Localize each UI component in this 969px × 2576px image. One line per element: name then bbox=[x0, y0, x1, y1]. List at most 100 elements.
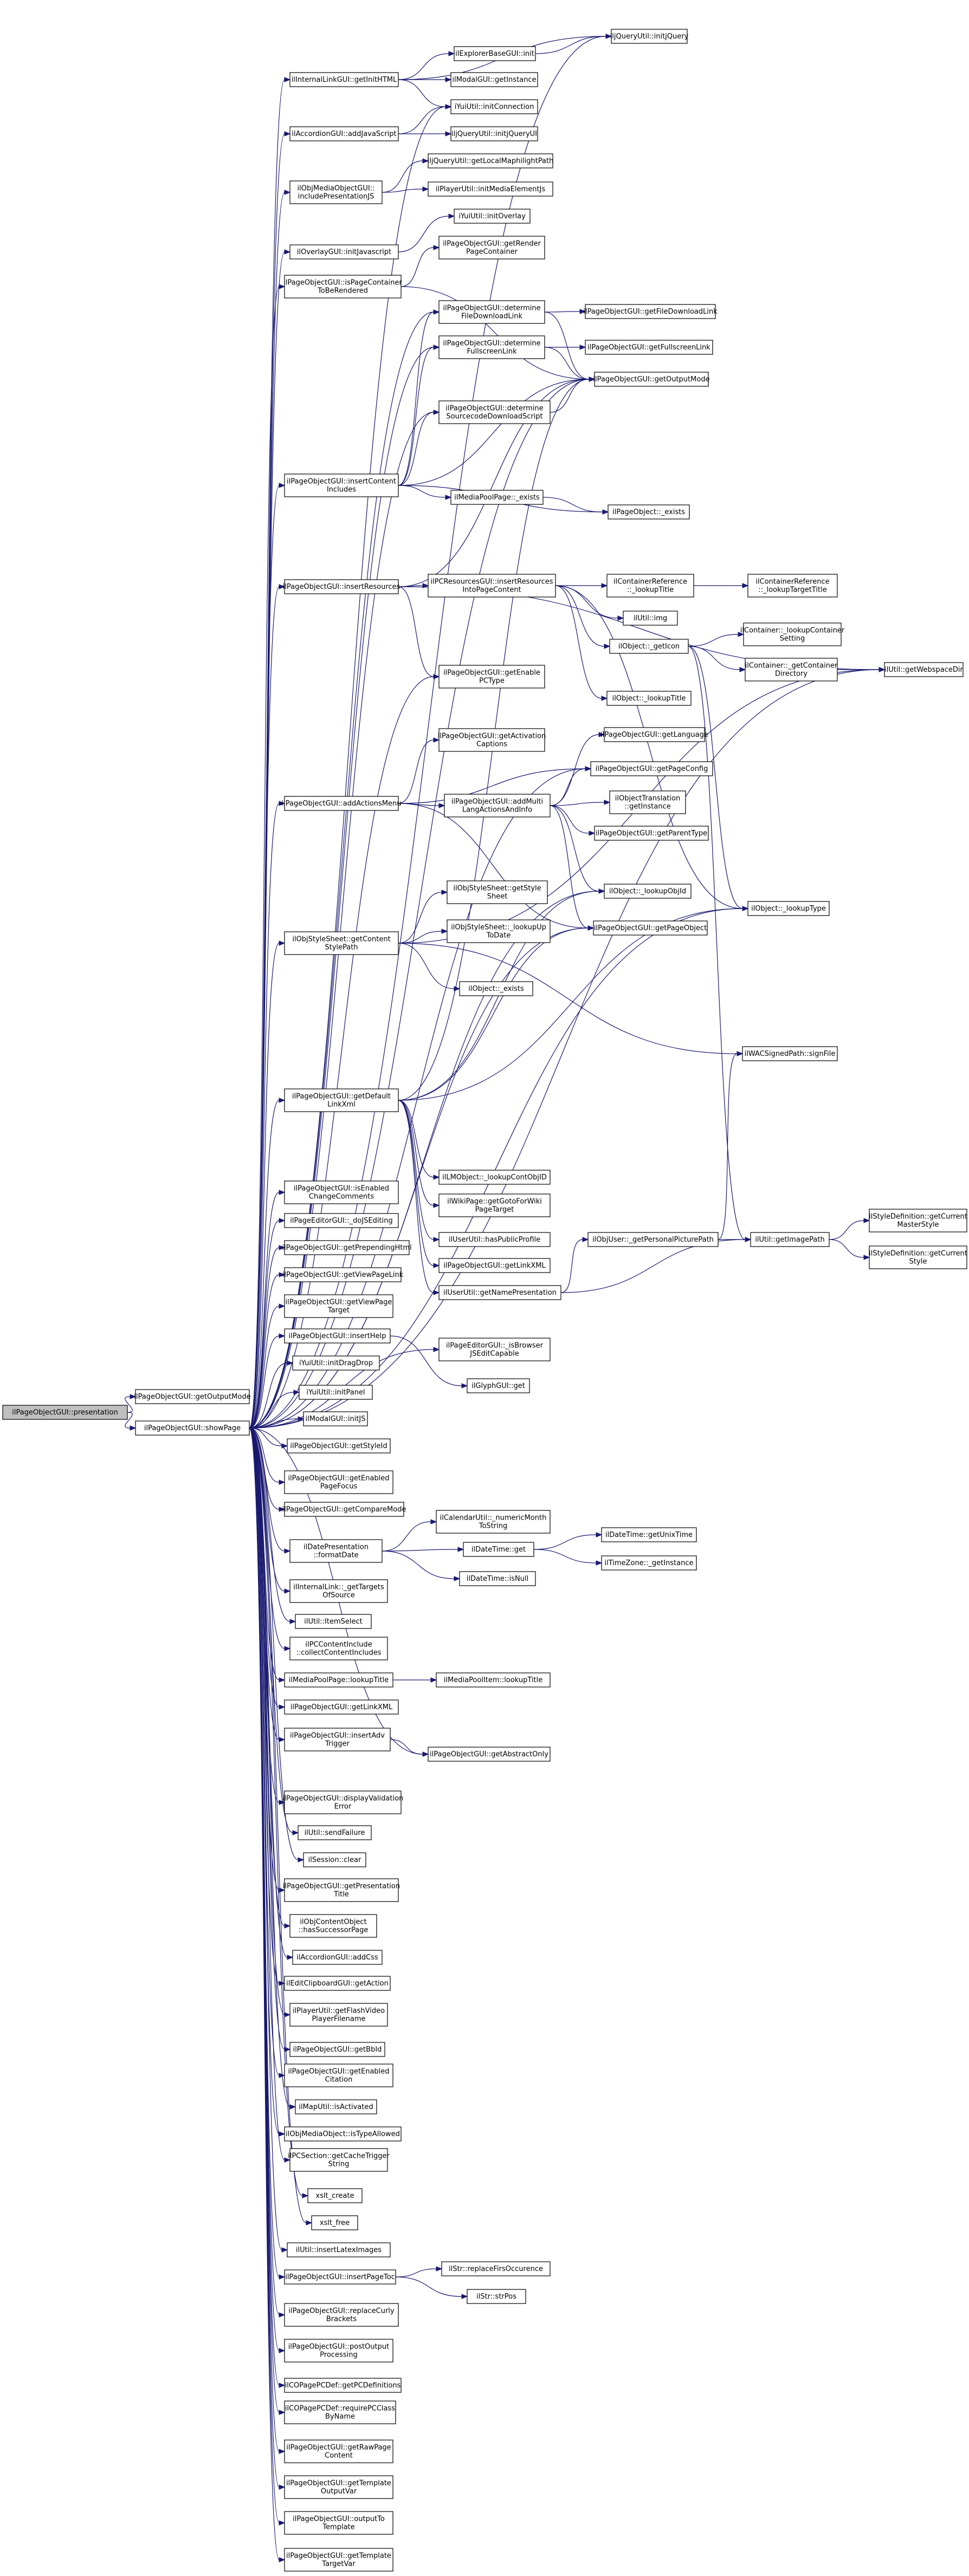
function-node[interactable]: ilObjectTranslation::getInstance bbox=[609, 790, 686, 814]
function-node[interactable]: ilMapUtil::isActivated bbox=[295, 2099, 377, 2114]
function-node[interactable]: ilPCResourcesGUI::insertResourcesIntoPag… bbox=[428, 574, 556, 598]
function-node[interactable]: xslt_free bbox=[311, 2215, 358, 2230]
function-node[interactable]: ilTimeZone::_getInstance bbox=[601, 1555, 697, 1571]
function-node[interactable]: ilMediaPoolPage::lookupTitle bbox=[284, 1672, 393, 1688]
function-node[interactable]: ilGlyphGUI::get bbox=[467, 1378, 530, 1393]
function-node[interactable]: iljQueryUtil::initjQuery bbox=[610, 29, 689, 44]
function-node[interactable]: ilPageObjectGUI::getLinkXML bbox=[284, 1699, 399, 1715]
function-node[interactable]: ilInternalLinkGUI::getInitHTML bbox=[289, 72, 399, 87]
function-node[interactable]: ilUtil::getWebspaceDir bbox=[884, 662, 964, 677]
function-node[interactable]: ilContainerReference::_lookupTitle bbox=[606, 574, 694, 598]
function-node[interactable]: ilPageObjectGUI::getOutputMode bbox=[593, 372, 710, 387]
function-node[interactable]: ilObjUser::_getPersonalPicturePath bbox=[587, 1232, 719, 1247]
function-node[interactable]: ilPageObjectGUI::presentation bbox=[2, 1405, 128, 1420]
function-node[interactable]: ilUtil::insertLatexImages bbox=[287, 2242, 391, 2257]
function-node[interactable]: ilDateTime::get bbox=[463, 1542, 534, 1557]
function-node[interactable]: ilPCContentInclude::collectContentInclud… bbox=[289, 1637, 388, 1660]
function-node[interactable]: ilStr::replaceFirsOccurence bbox=[441, 2261, 551, 2276]
function-node[interactable]: ilPageEditorGUI::_doJSEditing bbox=[284, 1213, 399, 1228]
function-node[interactable]: ilPageObjectGUI::insertHelp bbox=[284, 1328, 391, 1344]
function-node[interactable]: ilUserUtil::getNamePresentation bbox=[438, 1285, 561, 1300]
function-node[interactable]: ilPageObjectGUI::getParentType bbox=[594, 826, 709, 841]
function-node[interactable]: ilUserUtil::hasPublicProfile bbox=[438, 1232, 551, 1247]
function-node[interactable]: ilUtil::getImagePath bbox=[750, 1232, 830, 1247]
function-node[interactable]: ilPageObjectGUI::getBbId bbox=[289, 2042, 385, 2057]
function-node[interactable]: ilDatePresentation::formatDate bbox=[289, 1539, 383, 1563]
function-node[interactable]: ilModalGUI::initJS bbox=[303, 1411, 368, 1426]
function-node[interactable]: iYuiUtil::initOverlay bbox=[454, 209, 531, 224]
function-node[interactable]: ilPageObjectGUI::getPrependingHtml bbox=[282, 1240, 412, 1255]
function-node[interactable]: ilSession::clear bbox=[303, 1852, 366, 1867]
function-node[interactable]: ilObject::_lookupTitle bbox=[606, 691, 692, 706]
function-node[interactable]: ilExplorerBaseGUI::init bbox=[454, 46, 536, 61]
function-node[interactable]: ilPageObjectGUI::isPageContainerToBeRend… bbox=[283, 275, 402, 299]
function-node[interactable]: ilModalGUI::getInstance bbox=[450, 72, 538, 87]
function-node[interactable]: ilObjMediaObject::isTypeAllowed bbox=[284, 2126, 402, 2142]
function-node[interactable]: ilDateTime::isNull bbox=[459, 1571, 536, 1586]
function-node[interactable]: ilPageObjectGUI::addMultiLangActionsAndI… bbox=[444, 794, 551, 817]
function-node[interactable]: ilPageObjectGUI::insertResources bbox=[283, 579, 400, 594]
function-node[interactable]: ilUtil::sendFailure bbox=[298, 1825, 372, 1840]
function-node[interactable]: ilMediaPoolItem::lookupTitle bbox=[436, 1672, 551, 1688]
function-node[interactable]: ilWACSignedPath::signFile bbox=[742, 1046, 838, 1061]
function-node[interactable]: ilPlayerUtil::getFlashVideoPlayerFilenam… bbox=[289, 2003, 388, 2027]
function-node[interactable]: ilPageObjectGUI::getPageObject bbox=[593, 920, 708, 936]
function-node[interactable]: ilObject::_exists bbox=[459, 981, 533, 996]
function-node[interactable]: ilPageObjectGUI::getOutputMode bbox=[134, 1389, 251, 1404]
function-node[interactable]: ilAccordionGUI::addJavaScript bbox=[289, 126, 399, 141]
function-node[interactable]: ilDateTime::getUnixTime bbox=[601, 1527, 697, 1542]
function-node[interactable]: ilUtil::img bbox=[623, 611, 678, 626]
function-node[interactable]: ilObject::_lookupObjId bbox=[604, 884, 692, 899]
function-node[interactable]: ilPageObjectGUI::getCompareMode bbox=[282, 1502, 406, 1517]
function-node[interactable]: ilPlayerUtil::initMediaElementJs bbox=[428, 181, 553, 197]
function-node[interactable]: ilStr::strPos bbox=[467, 2289, 526, 2304]
function-node[interactable]: iYuiUtil::initConnection bbox=[450, 99, 538, 114]
function-node[interactable]: ilPageObjectGUI::getFileDownloadLink bbox=[583, 304, 718, 319]
function-node[interactable]: ilEditClipboardGUI::getAction bbox=[284, 1976, 391, 1991]
function-node[interactable]: ilPageObjectGUI::getFullscreenLink bbox=[585, 340, 713, 355]
function-node[interactable]: ilUtil::ItemSelect bbox=[295, 1614, 372, 1629]
function-node[interactable]: ilMediaPoolPage::_exists bbox=[450, 490, 544, 505]
function-node[interactable]: ilPageObjectGUI::getLanguage bbox=[600, 727, 708, 742]
function-node[interactable]: ilAccordionGUI::addCss bbox=[292, 1950, 383, 1965]
function-node[interactable]: ilPageObjectGUI::getViewPageLink bbox=[282, 1267, 404, 1282]
function-node[interactable]: ilObjContentObject::hasSuccessorPage bbox=[289, 1914, 377, 1938]
function-node[interactable]: ilPageObject::_exists bbox=[608, 504, 690, 520]
function-node[interactable]: ilContainerReference::_lookupTargetTitle bbox=[747, 574, 838, 598]
function-node[interactable]: xslt_create bbox=[307, 2188, 363, 2203]
function-node[interactable]: ilPageObjectGUI::getStyleId bbox=[287, 1438, 391, 1454]
function-node[interactable]: ilObject::_getIcon bbox=[609, 639, 689, 654]
function-node[interactable]: ilPageObjectGUI::insertPageToc bbox=[284, 2269, 396, 2285]
function-node[interactable]: ilObjMediaObjectGUI::includePresentation… bbox=[289, 180, 383, 204]
function-node[interactable]: ilPageObjectGUI::getAbstractOnly bbox=[428, 1747, 551, 1762]
function-node[interactable]: ilPageObjectGUI::getPageConfig bbox=[590, 761, 713, 776]
